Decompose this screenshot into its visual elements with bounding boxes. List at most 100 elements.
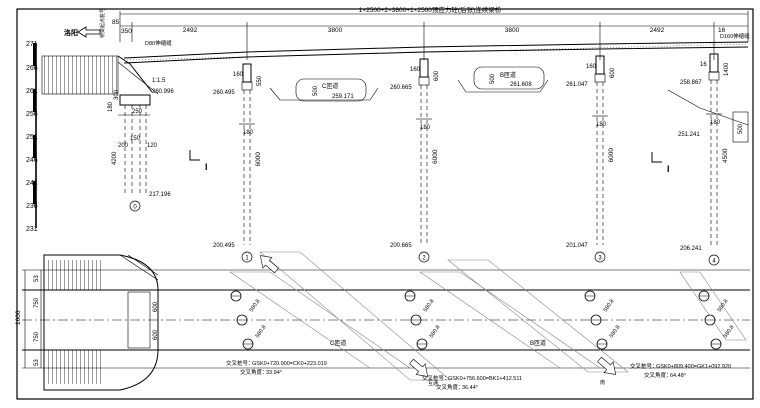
crossing-b-angle-label: 交叉角度： (436, 383, 464, 391)
plan-view: 1606 750 750 53 53 600 600 (15, 254, 750, 391)
plan-half-dim-2: 750 (34, 331, 40, 342)
pier-4-top-elev: 258.867 (680, 80, 702, 86)
crossing-c-angle: 33.94° (266, 370, 282, 376)
top-dimension-chain: 1×2500+2×3800+1×2500预应力砼(后张)连续梁桥 350 85 … (112, 5, 749, 60)
ramp-band-c-outer (259, 251, 451, 381)
elev-tick-231: 231 (26, 226, 38, 233)
pier-1-label: 1 (245, 256, 249, 262)
elev-tick-246: 246 (26, 157, 38, 164)
pier-1-bottom-elev: 200.495 (213, 243, 235, 249)
dim-start-85: 85 (112, 19, 120, 26)
pier-4-label: 4 (712, 259, 716, 265)
pier-3-bottom-elev: 201.047 (566, 243, 588, 249)
abutment0-dim-300: 300 (114, 89, 120, 100)
pier-1-dim-2: 550 (257, 75, 263, 86)
pier-3-dim-4: 6000 (608, 148, 615, 163)
elev-tick-256: 256 (26, 111, 38, 118)
ramp-band-b-outer (447, 259, 629, 373)
direction-label: 洛阳 (64, 28, 78, 37)
ramp-band-c (229, 271, 411, 369)
pier-4-marker (708, 254, 720, 266)
crossing-c-label: C匝道 (322, 82, 338, 90)
dim-span-1: 2492 (183, 27, 198, 34)
crossing-b-angle: 36.44° (462, 385, 478, 391)
abutment0-top-elev: 260.996 (152, 89, 174, 95)
crossing-c: C匝道 259.171 500 (295, 78, 367, 102)
elev-tick-236: 236 (26, 203, 38, 210)
pier-2-top-elev: 260.665 (390, 85, 412, 91)
pier-2-marker (418, 251, 430, 263)
crossing-info-a: 交叉桩号： GSK0+809.400=GK1+092.920 交叉角度： 64.… (630, 362, 731, 379)
crossing-a-angle-label: 交叉角度： (644, 371, 672, 379)
plan-half-dim-1: 750 (34, 297, 40, 308)
dim-right-16: 16 (718, 27, 726, 34)
direction-note: 桥梁起点桩号 (99, 8, 106, 38)
section-mark-right: I (651, 152, 670, 174)
pier-3-top-elev: 261.047 (566, 82, 588, 88)
pier-4-cap (708, 71, 720, 81)
abutment-0: 260.996 217.196 1:1.5 180 300 250 150 20… (41, 55, 174, 212)
pier-1-dim-1: 160 (233, 72, 244, 78)
pier-4-mid-elev: 251.241 (678, 132, 700, 138)
crossing-b-station: GSK0+756.600=BK1+412.511 (448, 376, 522, 382)
plan-arrow-2: 互通 (409, 358, 438, 387)
pier-4-dim-2: 1400 (724, 62, 730, 76)
crossing-c-station: GSK0+720.000=CK0+223.019 (252, 361, 327, 367)
pier-3-dim-3: 180 (596, 122, 607, 128)
plan-arrow-label-1: 互通 (428, 380, 438, 387)
pier-4: 16 1400 180 4500 258.867 206.241 251.241 4 (678, 53, 730, 266)
pier-1-cap (241, 81, 253, 91)
elev-tick-261: 261 (26, 88, 38, 95)
dim-span-4: 2492 (650, 27, 665, 34)
pier-2-cap (418, 76, 430, 86)
direction-arrow-left: 洛阳 桥梁起点桩号 (64, 8, 106, 38)
piers-group: 1605501806000260.495200.4951160600180600… (213, 53, 730, 266)
pier-4-bottom-elev: 206.241 (680, 246, 702, 252)
pier-2-label: 2 (422, 256, 426, 262)
abutment0-label: 0 (133, 205, 137, 211)
section-mark-right-label: I (667, 164, 670, 174)
abutment0-dim-200: 200 (118, 143, 129, 149)
plan-edge-dim-1: 53 (34, 275, 40, 282)
pier-2-dim-3: 180 (420, 125, 431, 131)
crossing-a-angle: 64.48° (670, 373, 686, 379)
abutment0-dim-250: 250 (132, 109, 143, 115)
ground-profile (269, 79, 749, 126)
ramp-band-a (679, 271, 747, 341)
pier-4-dim-4: 4500 (722, 148, 729, 163)
pier-2-dim-1: 160 (410, 67, 421, 73)
pier-3-cap (594, 73, 606, 83)
plan-arrow-3: 南 (597, 356, 617, 386)
plan-arrow-label-2: 南 (600, 379, 605, 386)
abutment0-dim-120: 120 (147, 143, 158, 149)
pier-4-dim-1: 16 (700, 62, 707, 68)
pier-2-bottom-elev: 200.665 (390, 243, 412, 249)
deck-right-joint: D160伸缩缝 (720, 32, 750, 40)
elev-tick-266: 266 (26, 65, 38, 72)
span-title: 1×2500+2×3800+1×2500预应力砼(后张)连续梁桥 (359, 5, 502, 14)
pier-4-dim-3: 180 (710, 120, 721, 126)
section-mark-left: I (189, 150, 208, 172)
abutment0-dim-4200: 4200 (112, 151, 118, 165)
abutment-plan-dim-2: 600 (153, 329, 159, 340)
pier-1-column (242, 63, 252, 83)
pier-3-dim-1: 160 (586, 64, 597, 70)
crossing-b-label: B匝道 (500, 71, 516, 79)
pier-2-column (419, 58, 429, 78)
right-box: 500 (732, 111, 749, 143)
pier-1-dim-3: 180 (243, 130, 254, 136)
ramp-band-b (419, 271, 601, 369)
elevation-scale: 271 266 261 256 251 246 241 236 231 (26, 41, 38, 233)
abutment0-dim-150: 150 (130, 136, 141, 142)
elev-tick-241: 241 (26, 180, 38, 187)
crossing-c-dim: 500 (313, 85, 319, 96)
pier-3-marker (594, 251, 606, 263)
pier-plan-dim-2-b: 580.8 (429, 324, 442, 339)
pier-1-marker (241, 251, 253, 263)
abutment0-bottom-elev: 217.196 (149, 192, 171, 198)
pier-plan-dim-4-b: 580.8 (723, 324, 736, 339)
pier-plan-dim-1-b: 580.8 (255, 324, 268, 339)
